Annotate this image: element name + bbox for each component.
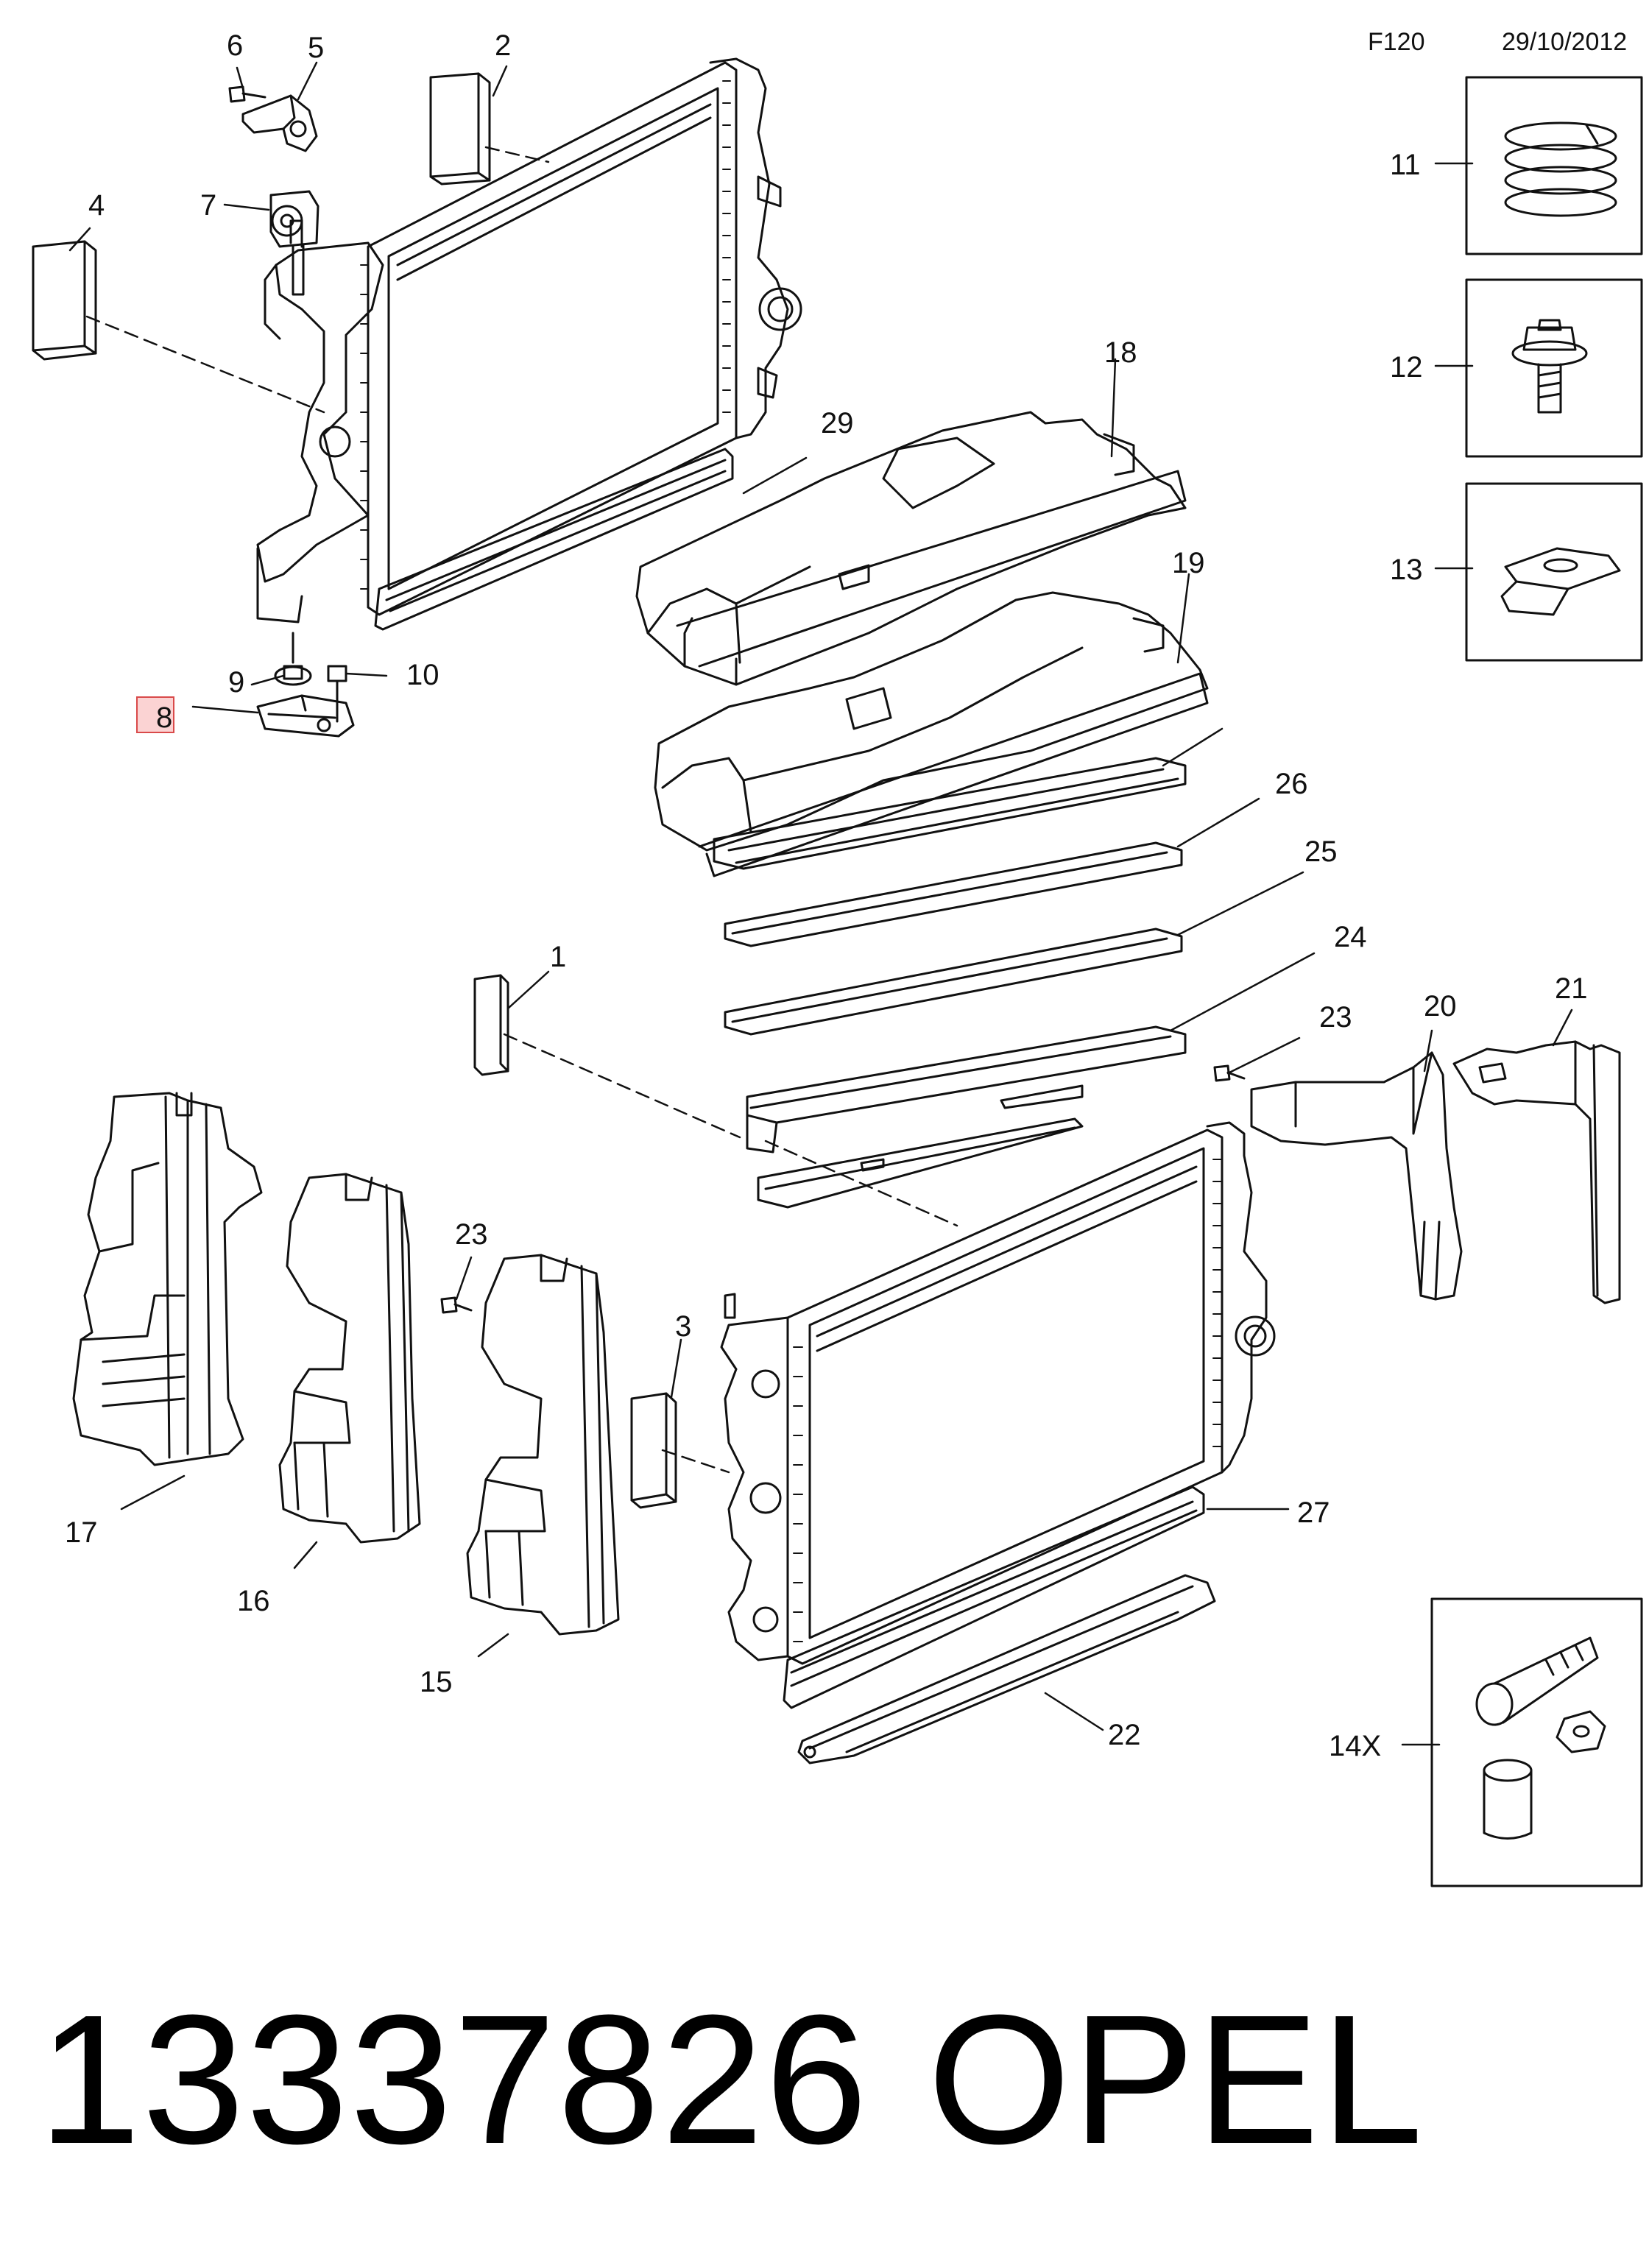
callout-label: 23 xyxy=(455,1218,488,1251)
callout-label: 5 xyxy=(308,32,324,64)
part-25-seal-strip xyxy=(724,928,1183,1036)
part-21-side-bracket xyxy=(1452,1040,1621,1304)
callout-label: 11 xyxy=(1390,149,1421,181)
callout-label: 26 xyxy=(1275,768,1308,800)
brand-name: OPEL xyxy=(928,1976,1424,2182)
part-10-bolt xyxy=(327,665,347,723)
part-18-upper-air-duct xyxy=(635,411,1187,686)
callout-label: 1 xyxy=(550,941,566,973)
callout-label: 14X xyxy=(1329,1730,1381,1762)
lower-radiator-assembly xyxy=(720,1121,1276,1665)
part-20-side-bracket xyxy=(1250,1051,1463,1301)
bolt-nut-sleeve-kit-icon xyxy=(1475,1636,1606,1840)
callout-label: 4 xyxy=(88,189,105,222)
part-7-rubber-bushing xyxy=(269,190,319,296)
highlight-box-callout-8 xyxy=(136,696,174,733)
coil-spring-icon xyxy=(1504,121,1617,217)
callout-label: 20 xyxy=(1424,990,1457,1022)
part-9-grommet xyxy=(274,632,312,686)
callout-label: 18 xyxy=(1104,336,1137,369)
callout-label: 21 xyxy=(1555,972,1588,1005)
part-4-foam-pad xyxy=(32,240,97,361)
fitment-dashed-lines xyxy=(85,146,958,1474)
part-23-bolt-lower xyxy=(440,1296,473,1314)
callout-label: 10 xyxy=(406,659,439,691)
part-28-seal-strip xyxy=(374,448,734,631)
part-19-lower-air-duct xyxy=(654,591,1209,877)
part-23-bolt-upper xyxy=(1213,1064,1246,1082)
callout-label: 24 xyxy=(1334,921,1367,953)
spring-nut-clip-icon xyxy=(1500,547,1621,616)
diagram-date: 29/10/2012 xyxy=(1502,28,1628,56)
part-5-upper-bracket xyxy=(241,94,318,152)
leader-lines xyxy=(68,61,1573,1746)
upper-radiator-assembly xyxy=(256,57,802,623)
callout-label: 8 xyxy=(156,702,172,734)
diagram-reference-code: F120 xyxy=(1368,28,1425,56)
callout-label: 17 xyxy=(65,1516,98,1549)
inset-box-14x xyxy=(1430,1597,1643,1887)
part-29-seal-strip xyxy=(713,757,1187,870)
callout-label: 25 xyxy=(1304,836,1338,868)
part-27-seal-strip xyxy=(783,1485,1205,1709)
inset-box-12 xyxy=(1465,278,1643,458)
part-22-lower-deflector xyxy=(797,1574,1216,1764)
callout-label: 23 xyxy=(1319,1001,1352,1034)
callout-label: 3 xyxy=(675,1310,691,1343)
bolt-with-washer-icon xyxy=(1511,319,1588,414)
part-15-side-air-guide xyxy=(466,1254,620,1636)
part-6-bolt xyxy=(228,85,266,103)
part-3-foam-pad xyxy=(630,1392,677,1509)
callout-label: 13 xyxy=(1390,554,1423,586)
callout-label: 6 xyxy=(227,29,243,62)
inset-box-13 xyxy=(1465,482,1643,662)
part-1-foam-pad xyxy=(473,974,509,1076)
callout-label: 7 xyxy=(200,189,216,222)
callout-label: 22 xyxy=(1108,1719,1141,1751)
part-17-side-air-guide xyxy=(72,1092,263,1466)
callout-label: 27 xyxy=(1297,1497,1330,1529)
callout-label: 19 xyxy=(1172,547,1205,579)
inset-box-11 xyxy=(1465,76,1643,255)
callout-label: 12 xyxy=(1390,351,1423,384)
part-24-seal-strip xyxy=(746,1025,1187,1209)
callout-label: 9 xyxy=(228,666,244,699)
part-8-lower-bracket xyxy=(256,694,355,738)
callout-labels: 2 5 6 7 4 8 9 10 29 18 19 26 25 24 23 20… xyxy=(65,29,1588,1762)
part-2-foam-pad xyxy=(429,72,491,186)
part-number: 13337826 xyxy=(38,1976,869,2182)
part-16-side-air-guide xyxy=(278,1173,421,1544)
callout-label: 15 xyxy=(420,1666,453,1698)
callout-label: 16 xyxy=(237,1585,270,1617)
callout-label: 29 xyxy=(821,407,854,439)
part-26-seal-strip xyxy=(724,841,1183,947)
callout-label: 2 xyxy=(495,29,511,62)
